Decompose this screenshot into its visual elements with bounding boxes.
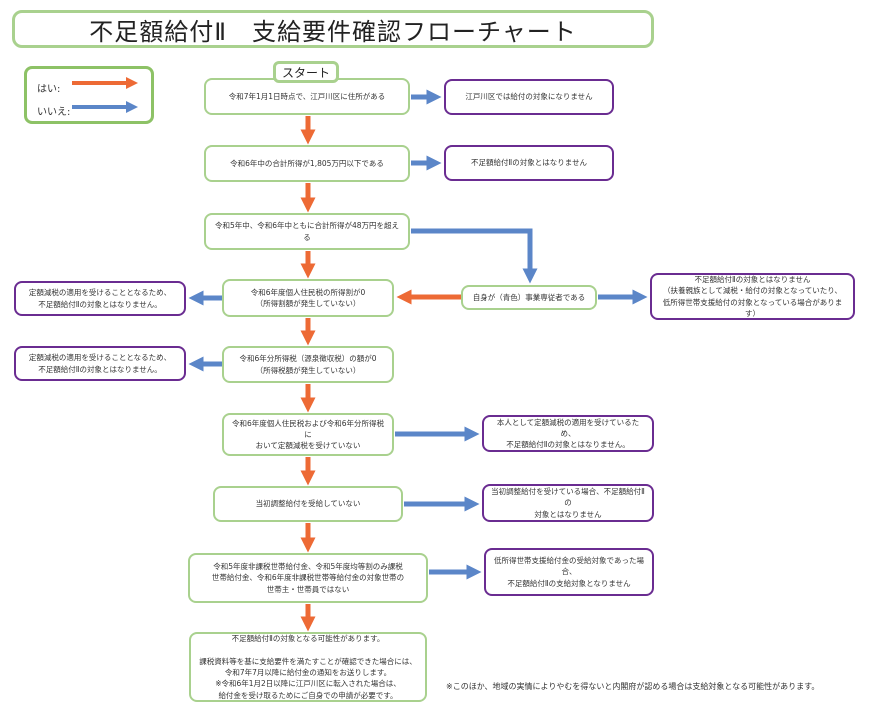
no-arrow xyxy=(411,228,538,284)
result-text: 定額減税の適用を受けることとなるため、 不足額給付Ⅱの対象とはなりません。 xyxy=(28,288,172,309)
result-self-reduction: 本人として定額減税の適用を受けているため、 不足額給付Ⅱの対象とはなりません。 xyxy=(482,415,654,452)
condition-text: 令和7年1月1日時点で、江戸川区に住所がある xyxy=(228,91,386,101)
condition-text: 令和5年中、令和6年中ともに合計所得が48万円を超える xyxy=(214,221,400,242)
legend: はい: いいえ: xyxy=(24,66,154,124)
condition-text: 令和6年分所得税（源泉徴収税）の額が0 （所得税額が発生していない） xyxy=(239,354,377,375)
result-eligible: 不足額給付Ⅱの対象となる可能性があります。 課税資料等を基に支給要件を満たすこと… xyxy=(189,632,427,702)
condition-resident-tax-zero: 令和6年度個人住民税の所得割が0 （所得割額が発生していない） xyxy=(222,279,394,317)
result-text: 定額減税の適用を受けることとなるため、 不足額給付Ⅱの対象とはなりません。 xyxy=(28,353,172,374)
result-fixed-reduction-1: 定額減税の適用を受けることとなるため、 不足額給付Ⅱの対象とはなりません。 xyxy=(14,281,186,316)
result-text: 江戸川区では給付の対象になりません xyxy=(465,92,593,102)
condition-income-limit: 令和6年中の合計所得が1,805万円以下である xyxy=(204,145,410,182)
result-low-income-support: 低所得世帯支援給付金の受給対象であった場合、 不足額給付Ⅱの支給対象となりません xyxy=(484,548,654,596)
condition-business-employee: 自身が（青色）事業専従者である xyxy=(461,285,597,310)
condition-residence: 令和7年1月1日時点で、江戸川区に住所がある xyxy=(204,78,410,115)
condition-text: 令和6年度個人住民税の所得割が0 （所得割額が発生していない） xyxy=(250,287,366,308)
final-text: 不足額給付Ⅱの対象となる可能性があります。 課税資料等を基に支給要件を満たすこと… xyxy=(199,634,417,700)
page-title: 不足額給付Ⅱ 支給要件確認フローチャート xyxy=(12,10,654,48)
result-dependent: 不足額給付Ⅱの対象とはなりません （扶養親族として減税・給付の対象となっていたり… xyxy=(650,273,855,320)
condition-text: 令和6年中の合計所得が1,805万円以下である xyxy=(230,158,384,168)
footnote: ※このほか、地域の実情によりやむを得ないと内閣府が認める場合は支給対象となる可能… xyxy=(446,682,820,691)
result-not-resident: 江戸川区では給付の対象になりません xyxy=(444,79,614,115)
condition-no-initial-adjustment: 当初調整給付を受給していない xyxy=(213,486,403,522)
condition-not-household-benefit: 令和5年度非課税世帯給付金、令和5年度均等割のみ課税 世帯給付金、令和6年度非課… xyxy=(188,553,428,603)
legend-no-label: いいえ: xyxy=(37,107,71,118)
result-text: 低所得世帯支援給付金の受給対象であった場合、 不足額給付Ⅱの支給対象となりません xyxy=(494,556,644,588)
condition-text: 令和6年度個人住民税および令和6年分所得税に おいて定額減税を受けていない xyxy=(231,418,385,451)
result-text: 不足額給付Ⅱの対象とはなりません （扶養親族として減税・給付の対象となっていたり… xyxy=(662,275,843,318)
legend-yes-label: はい: xyxy=(37,84,61,95)
result-fixed-reduction-2: 定額減税の適用を受けることとなるため、 不足額給付Ⅱの対象とはなりません。 xyxy=(14,346,186,381)
condition-no-fixed-reduction: 令和6年度個人住民税および令和6年分所得税に おいて定額減税を受けていない xyxy=(222,413,394,456)
condition-income-over-48: 令和5年中、令和6年中ともに合計所得が48万円を超える xyxy=(204,213,410,250)
condition-text: 当初調整給付を受給していない xyxy=(255,499,361,509)
result-text: 当初調整給付を受けている場合、不足額給付Ⅱの 対象とはなりません xyxy=(491,487,645,519)
condition-income-tax-zero: 令和6年分所得税（源泉徴収税）の額が0 （所得税額が発生していない） xyxy=(222,346,394,383)
condition-text: 令和5年度非課税世帯給付金、令和5年度均等割のみ課税 世帯給付金、令和6年度非課… xyxy=(211,562,405,594)
result-initial-adjustment: 当初調整給付を受けている場合、不足額給付Ⅱの 対象とはなりません xyxy=(482,484,654,522)
result-income-over: 不足額給付Ⅱの対象とはなりません xyxy=(444,145,614,181)
condition-text: 自身が（青色）事業専従者である xyxy=(472,292,586,302)
start-label: スタート xyxy=(273,61,339,83)
result-text: 不足額給付Ⅱの対象とはなりません xyxy=(471,158,587,168)
result-text: 本人として定額減税の適用を受けているため、 不足額給付Ⅱの対象とはなりません。 xyxy=(496,417,640,450)
